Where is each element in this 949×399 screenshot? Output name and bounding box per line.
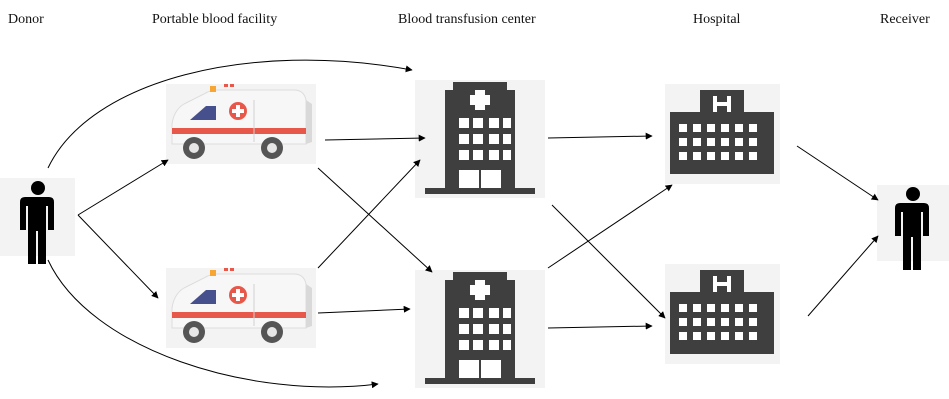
flow-arrows: [47, 59, 879, 389]
portable-facility-bottom: [165, 267, 317, 349]
portable-facility-top: [165, 83, 317, 165]
arrow-center-top-to-hospital-top: [547, 132, 653, 140]
arrow-center-bottom-to-hospital-bottom: [547, 322, 653, 330]
ambulance-icon: [165, 267, 317, 349]
arrow-donor-to-center-bottom: [47, 259, 379, 389]
header-hospital: Hospital: [693, 12, 741, 27]
header-transfusion-center: Blood transfusion center: [398, 12, 536, 27]
arrow-center-top-to-hospital-bottom: [551, 204, 666, 319]
header-donor: Donor: [8, 12, 44, 27]
hospital-building-icon: [665, 84, 780, 184]
ambulance-icon: [165, 83, 317, 165]
arrow-center-bottom-to-hospital-top: [547, 184, 673, 269]
medical-building-icon: [415, 80, 545, 198]
arrow-donor-to-center-top: [47, 59, 413, 169]
hospital-building-icon: [665, 264, 780, 364]
arrow-ambulance-top-to-center-top: [324, 134, 426, 142]
arrow-donor-to-ambulance-top: [77, 159, 169, 216]
hospital-top: [665, 84, 780, 184]
header-portable-facility: Portable blood facility: [152, 12, 278, 27]
medical-building-icon: [415, 270, 545, 388]
arrow-hospital-bottom-to-receiver: [807, 235, 879, 317]
arrow-hospital-top-to-receiver: [796, 145, 879, 201]
transfusion-center-bottom: [415, 270, 545, 388]
hospital-bottom: [665, 264, 780, 364]
donor-node: [0, 178, 75, 264]
receiver-node: [877, 185, 949, 270]
header-receiver: Receiver: [880, 12, 930, 27]
arrow-donor-to-ambulance-bottom: [77, 214, 159, 299]
arrow-ambulance-top-to-center-bottom: [317, 167, 433, 273]
arrow-ambulance-bottom-to-center-bottom: [317, 305, 411, 314]
transfusion-center-top: [415, 80, 545, 198]
arrow-ambulance-bottom-to-center-top: [317, 159, 421, 269]
